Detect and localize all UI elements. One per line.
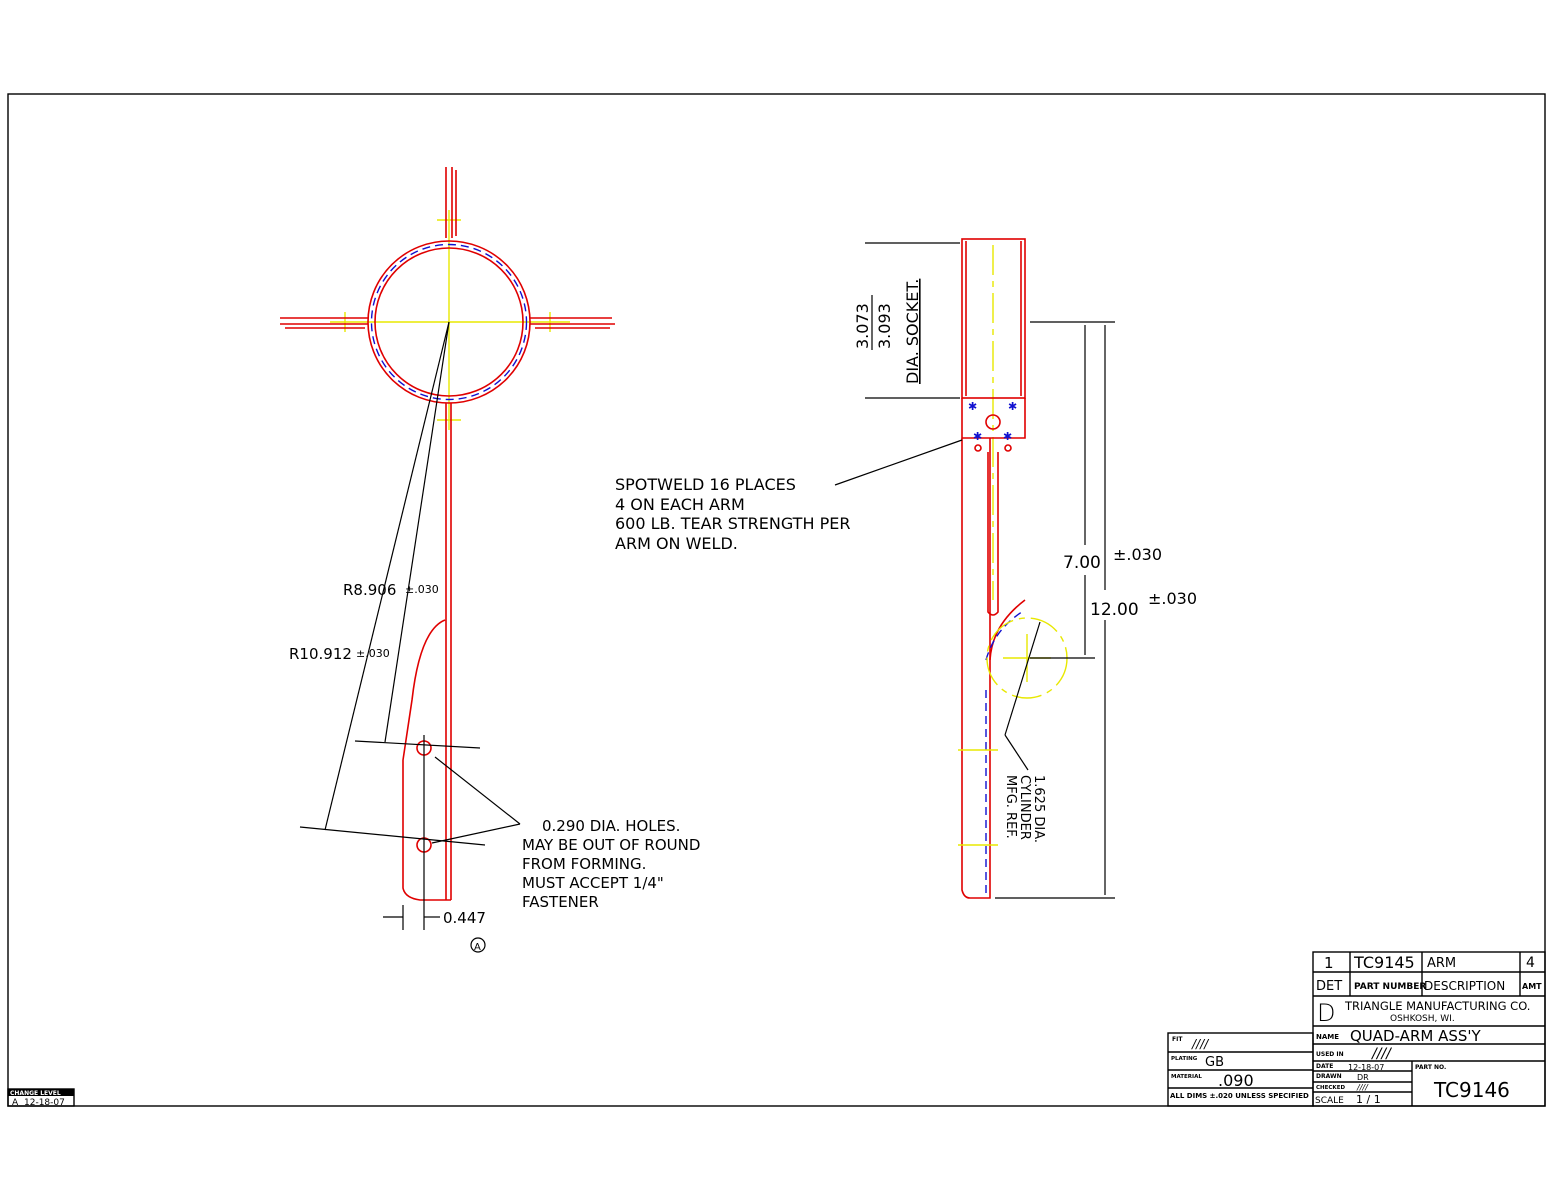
socket-label: DIA. SOCKET. (903, 279, 922, 384)
dim-offset: 0.447 (443, 909, 486, 927)
svg-text:1.625 DIA.: 1.625 DIA. (1031, 775, 1046, 843)
change-level-box (7, 1088, 75, 1107)
svg-text:FASTENER: FASTENER (522, 893, 599, 911)
part-no-value: TC9146 (1433, 1078, 1510, 1102)
radius-r8906-leader (384, 321, 450, 743)
fit-label: FIT (1172, 1036, 1183, 1043)
change-level-date: 12-18-07 (24, 1098, 65, 1108)
dim-12: 12.00 (1090, 600, 1139, 620)
left-view (280, 167, 615, 953)
scale-value: 1 / 1 (1356, 1093, 1381, 1106)
clamp-ring-outer (367, 240, 531, 404)
header-det: DET (1316, 979, 1342, 994)
assembly-name: QUAD-ARM ASS'Y (1350, 1027, 1482, 1045)
svg-text:0.290 DIA. HOLES.: 0.290 DIA. HOLES. (542, 817, 680, 835)
part-no-label: PART NO. (1415, 1064, 1446, 1071)
material-value: .090 (1218, 1071, 1254, 1090)
dim-r-inner-tol: ±.030 (405, 583, 439, 596)
svg-text:FROM FORMING.: FROM FORMING. (522, 855, 646, 873)
cylinder-leader (1004, 734, 1029, 771)
plating-value: GB (1205, 1055, 1224, 1070)
bom-part-number: TC9145 (1353, 953, 1415, 972)
checked-value: //// (1356, 1083, 1369, 1092)
dim-r-inner: R8.906 (343, 581, 396, 599)
dim-7-tol: ±.030 (1113, 545, 1162, 564)
side-tabs (280, 317, 615, 329)
svg-text:MAY BE OUT OF ROUND: MAY BE OUT OF ROUND (522, 836, 700, 854)
svg-text:✱: ✱ (1008, 400, 1017, 413)
plating-label: PLATING (1171, 1056, 1198, 1062)
fit-value: //// (1191, 1037, 1210, 1051)
drawn-value: DR (1357, 1073, 1369, 1082)
header-part-number: PART NUMBER (1354, 982, 1426, 992)
change-level-value: A (12, 1098, 19, 1108)
clamp-ring-hidden (370, 243, 528, 401)
header-amt: AMT (1522, 982, 1542, 991)
used-in-value: //// (1370, 1046, 1392, 1062)
arm-profile (402, 403, 452, 901)
right-view: ✱ ✱ ✱ ✱ (834, 238, 1115, 899)
dim-7: 7.00 (1063, 553, 1101, 573)
change-level-label: CHANGE LEVEL (10, 1090, 61, 1097)
header-description: DESCRIPTION (1424, 979, 1505, 993)
name-label: NAME (1316, 1033, 1339, 1041)
title-block (1167, 951, 1546, 1107)
dim-r-outer-tol: ±.030 (356, 647, 390, 660)
company-logo: D (1317, 999, 1335, 1027)
radius-r10912-leader (324, 321, 450, 831)
spotweld-note: SPOTWELD 16 PLACES 4 ON EACH ARM 600 LB.… (615, 475, 850, 553)
pivot-hole (985, 414, 1001, 430)
weld-plate (961, 398, 1026, 439)
used-in-label: USED IN (1316, 1051, 1344, 1058)
bom-det: 1 (1324, 954, 1334, 972)
dim-r-outer: R10.912 (289, 645, 352, 663)
company-location: OSHKOSH, WI. (1390, 1014, 1455, 1024)
tolerance-note: ALL DIMS ±.020 UNLESS SPECIFIED (1170, 1092, 1309, 1100)
arm-body (961, 438, 991, 899)
svg-text:CYLINDER: CYLINDER (1017, 775, 1032, 840)
drawn-label: DRAWN (1316, 1073, 1342, 1080)
bom-amt: 4 (1526, 955, 1535, 971)
svg-text:ARM ON WELD.: ARM ON WELD. (615, 534, 738, 553)
dim-12-tol: ±.030 (1148, 589, 1197, 608)
svg-text:✱: ✱ (973, 430, 982, 443)
company-name: TRIANGLE MANUFACTURING CO. (1344, 999, 1530, 1013)
svg-text:✱: ✱ (968, 400, 977, 413)
cylinder-note: 1.625 DIA. CYLINDER MFG. REF. (1003, 775, 1046, 843)
socket-tube (961, 238, 1026, 399)
clamp-ring-inner (374, 247, 524, 397)
sheet-border (7, 93, 1546, 1107)
svg-text:MFG. REF.: MFG. REF. (1003, 775, 1018, 839)
material-label: MATERIAL (1171, 1074, 1202, 1080)
view-label: A (474, 942, 481, 953)
svg-text:MUST ACCEPT 1/4": MUST ACCEPT 1/4" (522, 874, 664, 892)
svg-text:SPOTWELD 16 PLACES: SPOTWELD 16 PLACES (615, 475, 796, 494)
dim-socket-lower: 3.093 (875, 303, 894, 349)
dim-socket-upper: 3.073 (853, 303, 872, 349)
svg-text:✱: ✱ (1003, 430, 1012, 443)
holes-note: 0.290 DIA. HOLES. MAY BE OUT OF ROUND FR… (522, 817, 700, 911)
hidden-edge (985, 609, 1026, 895)
scale-label: SCALE (1315, 1096, 1344, 1106)
arm-slot (987, 452, 999, 616)
svg-text:600 LB. TEAR STRENGTH PER: 600 LB. TEAR STRENGTH PER (615, 514, 850, 533)
spotweld-leader (834, 439, 963, 486)
checked-label: CHECKED (1316, 1085, 1345, 1091)
bom-description: ARM (1427, 956, 1456, 971)
top-tab (445, 167, 457, 238)
date-label: DATE (1316, 1063, 1333, 1070)
date-value: 12-18-07 (1348, 1063, 1384, 1072)
svg-text:4 ON EACH ARM: 4 ON EACH ARM (615, 495, 745, 514)
